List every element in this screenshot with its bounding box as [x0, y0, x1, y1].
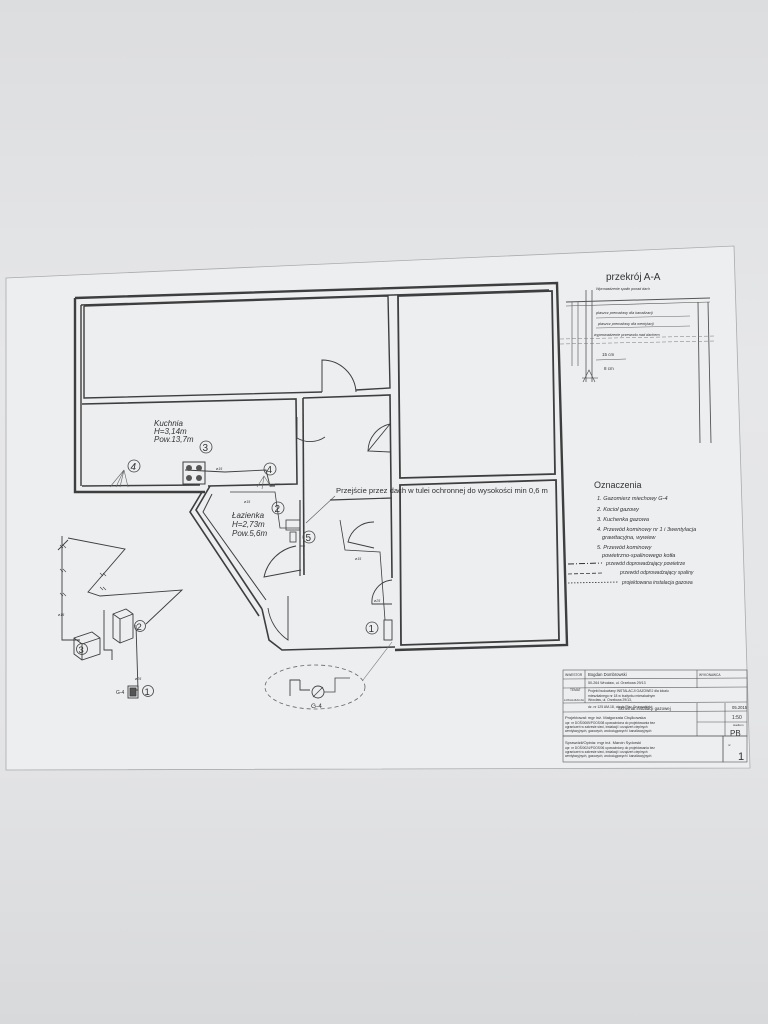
- svg-text:upr. nr DOŚ/0069/POOS/08 upowa: upr. nr DOŚ/0069/POOS/08 upoważniona do …: [565, 720, 655, 725]
- legend-item-7: powietrzno-spalinowego kotła: [601, 553, 675, 559]
- legend: Oznaczenia 1. Gazomierz miechowy G-4 2. …: [567, 480, 696, 586]
- pipe-label-c: ø15: [355, 557, 361, 561]
- marker-5-bathroom: 5: [302, 530, 316, 544]
- isometric-schematic: [57, 536, 184, 699]
- svg-text:TEMAT: TEMAT: [570, 688, 581, 692]
- svg-text:wentylacyjnych, gazowych, wodo: wentylacyjnych, gazowych, wodociągowych …: [565, 729, 652, 733]
- legend-item-3: 3. Kuchenka gazowa: [597, 517, 649, 523]
- svg-text:1: 1: [738, 751, 744, 763]
- svg-text:INWESTOR: INWESTOR: [565, 673, 583, 677]
- title-block: [562, 669, 748, 737]
- title-block-text: INWESTOR Bogdan Dombrowski WYKONAWCA 50-…: [564, 672, 748, 763]
- bathroom-height: H=2,73m: [232, 520, 265, 529]
- legend-item-5: grawitacyjna, wywiew: [602, 535, 656, 541]
- legend-item-2: 2. Kocioł gazowy: [596, 507, 640, 513]
- legend-title: Oznaczenia: [594, 480, 642, 490]
- gas-meter-label: G-4: [311, 703, 322, 710]
- marker-3-kitchen: 3: [199, 440, 213, 454]
- svg-text:05.2015: 05.2015: [732, 705, 748, 710]
- section-label-1: płaszcz premalowy dla kanalizacji: [595, 311, 653, 315]
- svg-text:4: 4: [267, 465, 273, 476]
- stove-icon: [182, 461, 206, 485]
- svg-text:mieszkalnego nr 18 w budynku m: mieszkalnego nr 18 w budynku mieszkalnym: [588, 694, 655, 698]
- bathroom-name: Łazienka: [232, 511, 265, 520]
- marker-3-schematic: 3: [76, 643, 88, 656]
- section-subtitle: Wprowadzenie spalin ponad dach: [596, 287, 650, 291]
- gas-meter-detail: G-4: [264, 641, 393, 710]
- svg-text:3: 3: [79, 645, 84, 656]
- bathroom-area: Pow.5,6m: [232, 529, 267, 538]
- marker-4-right: 4: [263, 462, 277, 476]
- kitchen-height: H=3,14m: [154, 427, 187, 436]
- pipe-label-d: ø25: [374, 599, 380, 603]
- section-dim-2: 8 cm: [604, 366, 614, 371]
- pipe-label-a: ø15: [216, 467, 222, 471]
- svg-text:ograniczeń w zakresie sieci, i: ograniczeń w zakresie sieci, instalacji …: [565, 750, 648, 754]
- kitchen-name: Kuchnia: [154, 419, 183, 428]
- svg-text:50-264 Wrocław, ul. Orzełowa 2: 50-264 Wrocław, ul. Orzełowa 29/13: [588, 681, 646, 685]
- svg-text:upr. nr DOŚ/0024/POOS/06 upowa: upr. nr DOŚ/0024/POOS/06 upoważniony do …: [565, 745, 655, 750]
- svg-text:Schemat instalacji gazowej: Schemat instalacji gazowej: [618, 706, 671, 711]
- svg-text:Bogdan Dombrowski: Bogdan Dombrowski: [588, 672, 627, 677]
- svg-text:nr: nr: [728, 743, 731, 747]
- svg-text:Wrocław, ul. Orzełowa 29/13,: Wrocław, ul. Orzełowa 29/13,: [588, 698, 632, 702]
- svg-text:Projektował: mgr inż. Małgorza: Projektował: mgr inż. Małgorzata Chęlkow…: [565, 715, 646, 720]
- svg-text:ograniczeń w zakresie sieci, i: ograniczeń w zakresie sieci, instalacji …: [565, 725, 648, 729]
- section-title: przekrój A-A: [606, 272, 661, 283]
- svg-text:PB: PB: [730, 729, 741, 738]
- kitchen-area: Pow.13,7m: [154, 435, 194, 444]
- section-label-3: wyprowadzenie przewodu nad dachem: [594, 333, 660, 337]
- roof-passage-note: Przejście przez dach w tulei ochronnej d…: [336, 486, 548, 495]
- svg-text:stadium: stadium: [733, 723, 744, 727]
- section-dim-1: 15 cm: [602, 352, 615, 357]
- svg-text:4: 4: [131, 462, 137, 473]
- svg-text:dz. nr 125 AM-18, obręb Plac G: dz. nr 125 AM-18, obręb Plac Grunwaldzki: [588, 705, 652, 709]
- legend-item-4: 4. Przewód kominowy nr 1 i 3wentylacja: [597, 527, 696, 533]
- marker-2-bathroom: 2: [271, 501, 285, 515]
- svg-text:1: 1: [145, 687, 150, 698]
- svg-text:3: 3: [203, 443, 209, 454]
- svg-text:1:50: 1:50: [732, 715, 742, 721]
- vent-icon: [109, 469, 272, 490]
- marker-1-corridor: 1: [365, 621, 379, 635]
- svg-text:2: 2: [137, 622, 142, 633]
- section-a-a: przekrój A-A Wprowadzenie spalin ponad d…: [559, 272, 716, 444]
- floor-plan: [73, 281, 569, 652]
- marker-4-left: 4: [127, 459, 141, 473]
- svg-text:Projekt budowlany INSTALACJI G: Projekt budowlany INSTALACJI GAZOWEJ dla…: [588, 689, 669, 693]
- legend-line-1: przewód doprowadzający powietrze: [605, 561, 685, 567]
- svg-text:wentylacyjnych, gazowych, wodo: wentylacyjnych, gazowych, wodociągowych …: [565, 754, 652, 758]
- pipe-label-e: ø15: [58, 613, 64, 617]
- legend-item-1: 1. Gazomierz miechowy G-4: [597, 496, 668, 502]
- pipe-label-b: ø15: [244, 500, 250, 504]
- svg-text:5: 5: [306, 533, 312, 544]
- schematic-meter-label: G-4: [116, 690, 125, 696]
- svg-text:2: 2: [275, 504, 281, 515]
- marker-2-schematic: 2: [134, 620, 146, 633]
- svg-text:Sprawdził/Opinia: mgr inż. Mar: Sprawdził/Opinia: mgr inż. Marcin Sydors…: [565, 740, 641, 745]
- legend-line-3: projektowana instalacja gazowa: [621, 580, 693, 586]
- svg-text:1: 1: [369, 624, 375, 635]
- section-label-2: płaszcz premalowy dla wentylacji: [597, 322, 654, 326]
- legend-item-6: 5. Przewód kominowy: [597, 545, 653, 551]
- drawing-paper: [5, 245, 751, 771]
- marker-1-schematic: 1: [142, 685, 154, 698]
- svg-text:LOKALIZACJA: LOKALIZACJA: [564, 698, 584, 702]
- legend-line-2: przewód odprowadzający spaliny: [619, 570, 694, 576]
- svg-text:WYKONAWCA: WYKONAWCA: [699, 673, 721, 677]
